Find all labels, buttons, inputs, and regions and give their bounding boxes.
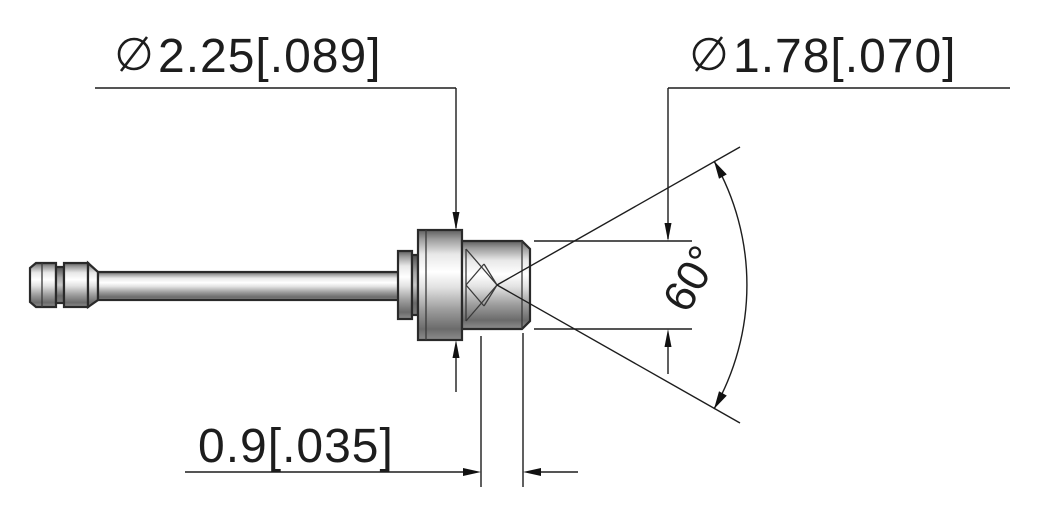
cone-angle-label: 60° xyxy=(654,238,730,320)
tip-diameter-label: 1.78[.070] xyxy=(733,30,957,83)
diameter-symbol-icon xyxy=(692,36,726,72)
arrow-up-icon xyxy=(664,329,672,347)
head-ring xyxy=(396,249,414,321)
arrow-down-icon xyxy=(664,223,672,241)
head-body xyxy=(416,228,464,342)
arrow-left-icon xyxy=(523,468,541,476)
arc-arrow-top-icon xyxy=(714,161,727,179)
dimension-cone-angle: 60° xyxy=(496,146,748,424)
collar-chamfer xyxy=(86,260,100,310)
crown-serrations xyxy=(465,248,498,322)
barrel xyxy=(96,270,402,302)
arrow-right-icon xyxy=(463,468,481,476)
arc-arrow-bottom-icon xyxy=(714,391,727,409)
connector-end-cap xyxy=(28,261,58,309)
connector-groove xyxy=(54,265,66,305)
probe-body xyxy=(28,228,532,342)
crown-tip xyxy=(460,239,532,331)
arrow-down-icon xyxy=(452,212,460,230)
arrow-up-icon xyxy=(452,340,460,358)
dimension-head-diameter: 2.25[.089] xyxy=(95,30,460,392)
diameter-symbol-icon xyxy=(117,36,151,72)
tooth-depth-label: 0.9[.035] xyxy=(198,420,394,473)
angle-arc xyxy=(713,160,748,410)
dimension-tooth-depth: 0.9[.035] xyxy=(185,333,578,487)
dimension-tip-diameter: 1.78[.070] xyxy=(534,30,1010,374)
head-diameter-label: 2.25[.089] xyxy=(158,30,382,83)
connector-collar xyxy=(62,261,90,309)
